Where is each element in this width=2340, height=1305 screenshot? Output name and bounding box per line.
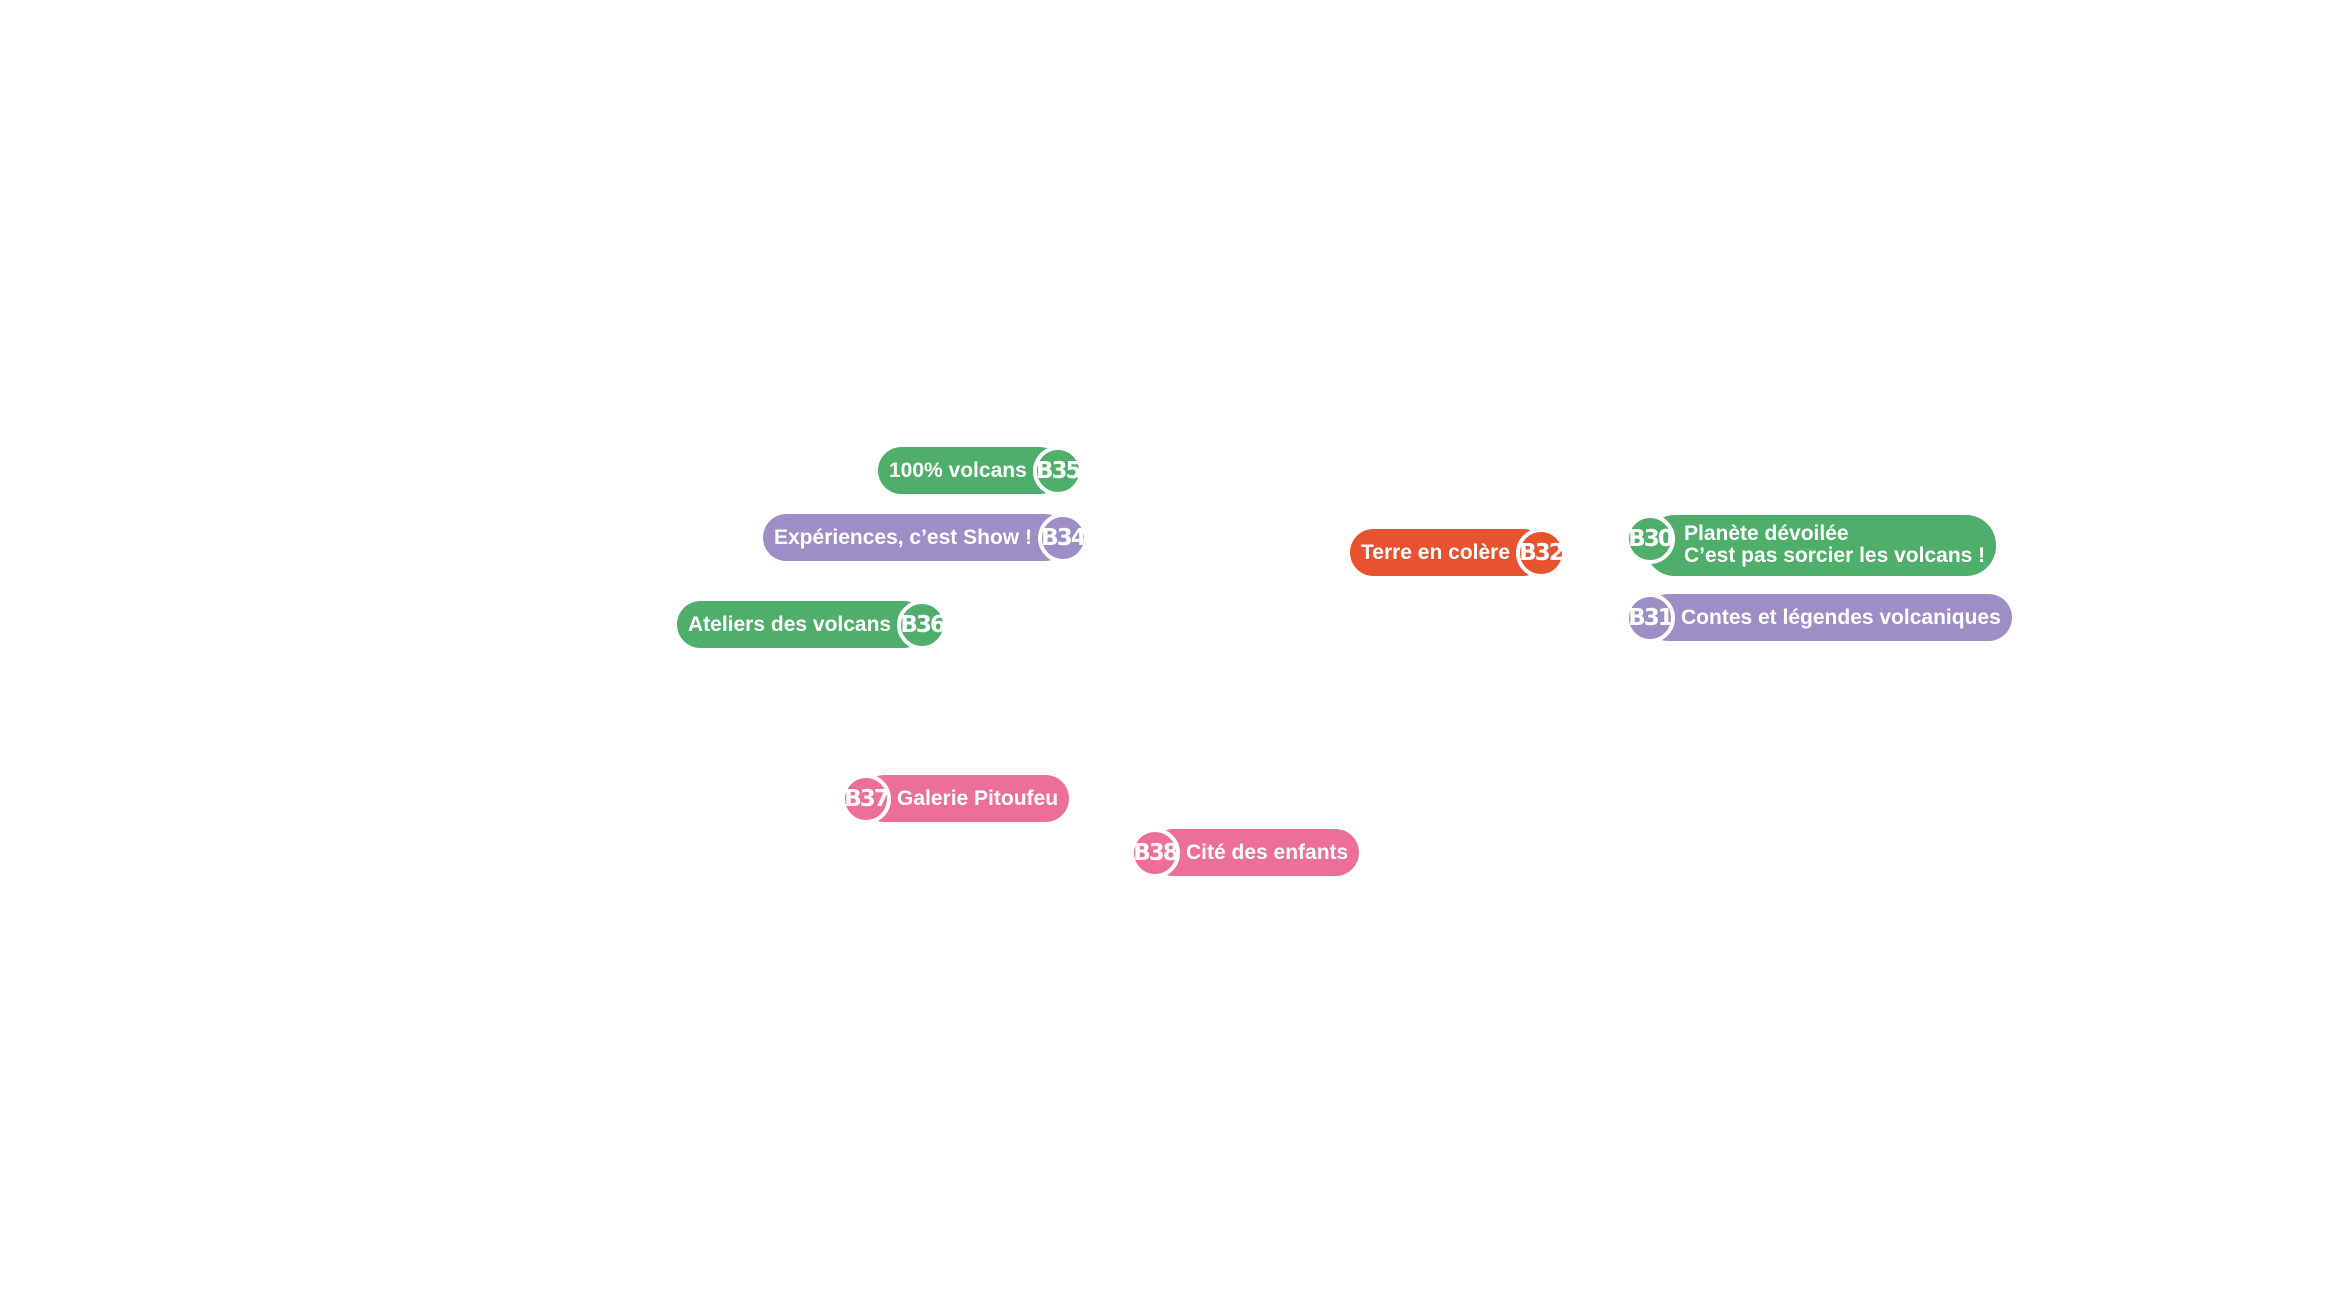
map-label-b38[interactable]: B38 Cité des enfants xyxy=(1130,827,1360,878)
label-pill: 100% volcans xyxy=(878,447,1063,494)
code-badge: B35 xyxy=(1032,445,1083,496)
code-badge: B34 xyxy=(1037,512,1088,563)
label-pill: Galerie Pitoufeu xyxy=(861,775,1070,822)
code-badge: B31 xyxy=(1625,592,1675,643)
map-label-b30[interactable]: B30 Planète dévoilée C’est pas sorcier l… xyxy=(1625,514,1997,576)
label-text-line1: Planète dévoilée xyxy=(1684,522,1849,545)
code-badge: B36 xyxy=(897,599,948,650)
code-badge: B30 xyxy=(1625,514,1675,564)
map-label-b36[interactable]: Ateliers des volcans B36 xyxy=(677,599,948,650)
map-label-b32[interactable]: Terre en colère B32 xyxy=(1350,527,1567,578)
label-pill: Cité des enfants xyxy=(1150,829,1360,876)
label-text: 100% volcans xyxy=(889,458,1027,482)
label-text: Ateliers des volcans xyxy=(688,612,892,636)
label-pill: Contes et légendes volcaniques xyxy=(1645,594,2012,641)
map-label-b34[interactable]: Expériences, c’est Show ! B34 xyxy=(763,512,1088,563)
label-pill: Terre en colère xyxy=(1350,529,1547,576)
map-label-b35[interactable]: 100% volcans B35 xyxy=(878,445,1083,496)
label-text: Contes et légendes volcaniques xyxy=(1681,605,2001,629)
code-badge: B38 xyxy=(1130,827,1180,878)
map-label-b37[interactable]: B37 Galerie Pitoufeu xyxy=(841,773,1070,824)
label-text: Galerie Pitoufeu xyxy=(897,786,1059,810)
label-text: Cité des enfants xyxy=(1186,840,1349,864)
map-label-b31[interactable]: B31 Contes et légendes volcaniques xyxy=(1625,592,2012,643)
label-pill: Planète dévoilée C’est pas sorcier les v… xyxy=(1645,514,1997,576)
code-badge: B32 xyxy=(1516,527,1567,578)
label-text: Expériences, c’est Show ! xyxy=(774,525,1032,549)
label-text: Terre en colère xyxy=(1361,540,1511,564)
code-badge: B37 xyxy=(841,773,891,824)
label-text-line2: C’est pas sorcier les volcans ! xyxy=(1684,544,1986,567)
label-pill: Ateliers des volcans xyxy=(677,601,928,648)
label-pill: Expériences, c’est Show ! xyxy=(763,514,1068,561)
